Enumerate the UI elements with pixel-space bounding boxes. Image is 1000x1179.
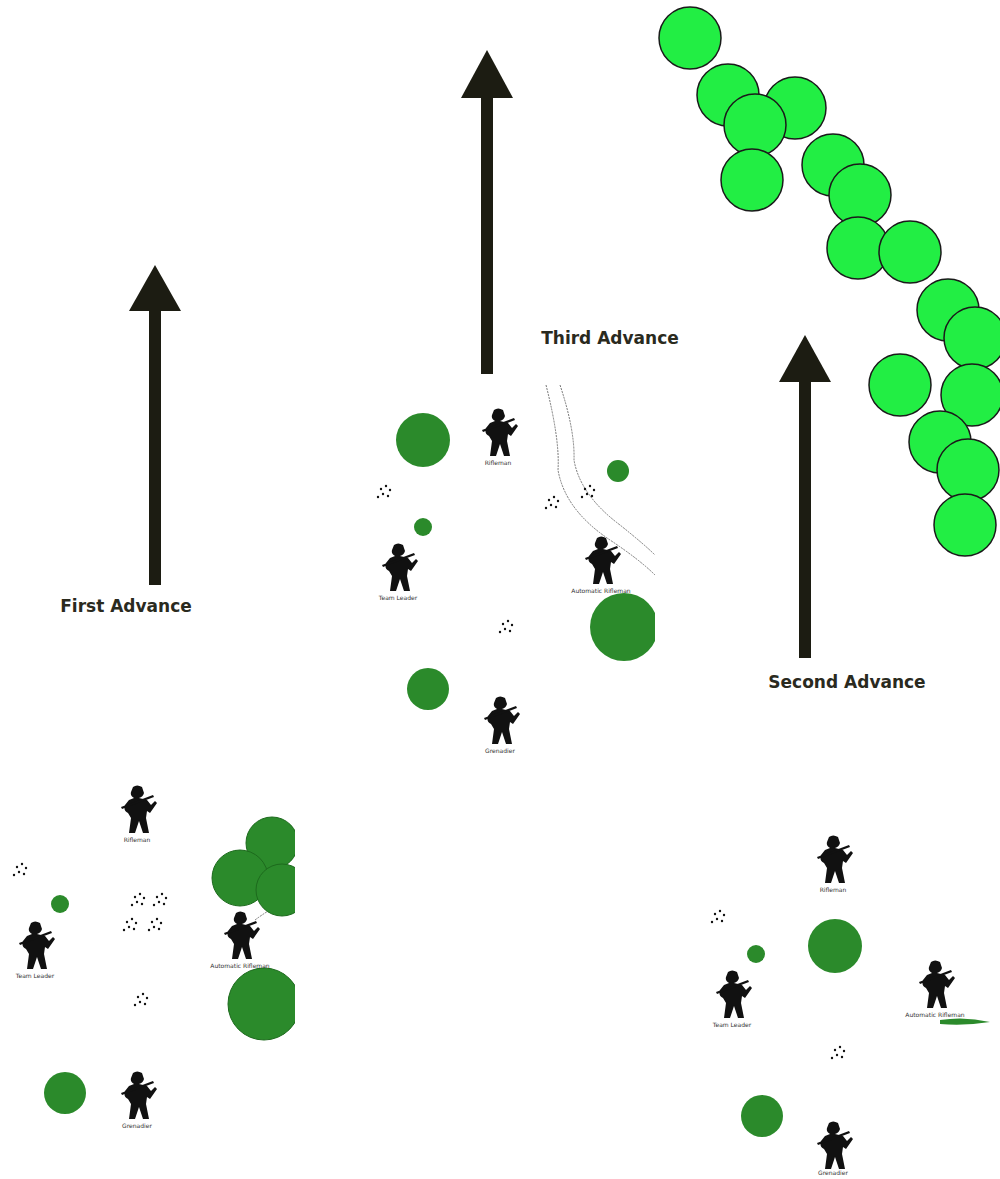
role-label: Automatic Rifleman [905,1011,964,1018]
role-label: Team Leader [379,594,417,601]
advance-arrows [129,50,831,658]
role-label: Grenadier [122,1122,152,1129]
role-label: Team Leader [713,1021,751,1028]
soldier-figures [19,409,955,1170]
tree-line [659,7,1000,556]
advance-label: Third Advance [541,328,679,348]
second-position [741,919,990,1137]
role-label: Automatic Rifleman [210,962,269,969]
role-label: Grenadier [818,1169,848,1176]
role-label: Rifleman [485,459,512,466]
third-position [396,385,655,710]
role-label: Team Leader [16,972,54,979]
role-label: Grenadier [485,747,515,754]
role-label: Automatic Rifleman [571,587,630,594]
first-position [44,817,295,1114]
role-label: Rifleman [820,886,847,893]
advance-label: First Advance [60,596,192,616]
ground-dots [13,485,845,1059]
role-label: Rifleman [124,836,151,843]
advance-label: Second Advance [768,672,925,692]
